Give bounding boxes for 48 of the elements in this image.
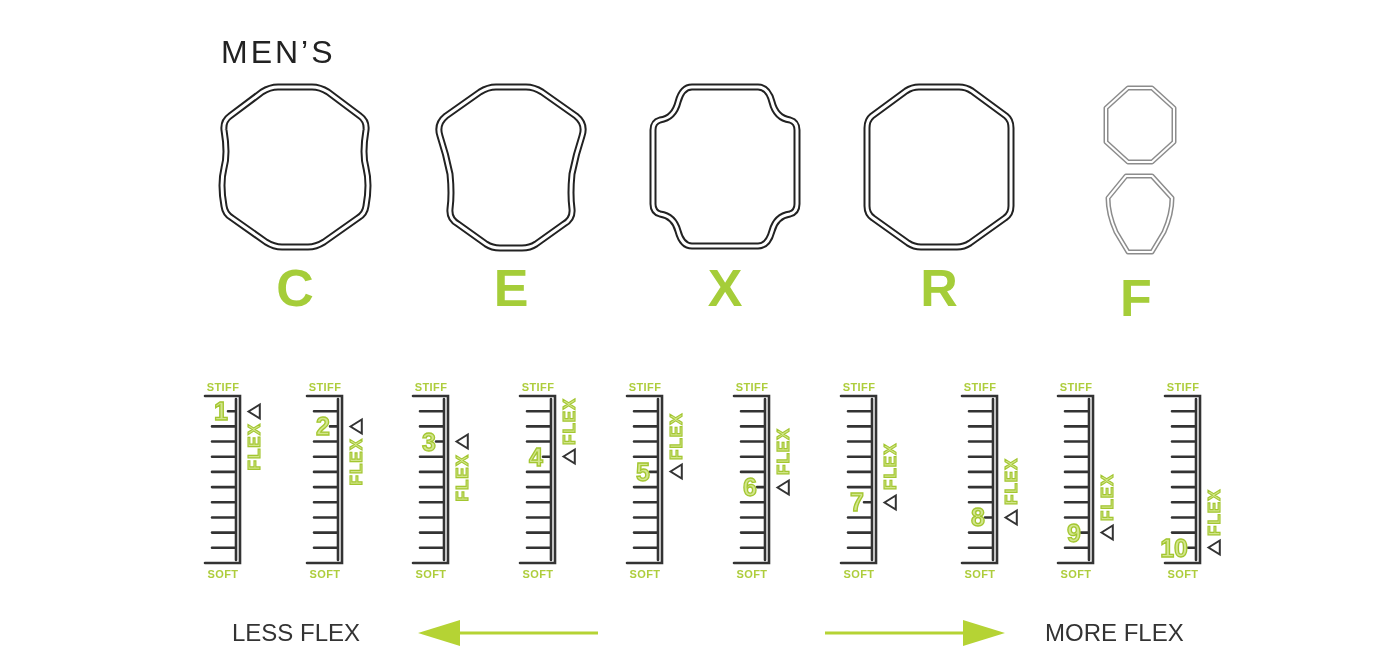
scale-bottom-label: SOFT — [1167, 568, 1199, 581]
flex-label: FLEX — [454, 453, 471, 501]
profile-letter: F — [1120, 272, 1152, 324]
flex-rating-number: 4 — [529, 444, 543, 470]
scale-top-label: STIFF — [414, 381, 448, 394]
flex-rating-number: 3 — [422, 429, 436, 455]
scale-bottom-label: SOFT — [736, 568, 768, 581]
flex-rating-number: 5 — [636, 459, 650, 485]
flex-label: FLEX — [561, 397, 578, 445]
scale-top-label: STIFF — [842, 381, 876, 394]
scale-bottom-label: SOFT — [629, 568, 661, 581]
flex-label: FLEX — [882, 442, 899, 491]
scale-bottom-label: SOFT — [415, 568, 447, 581]
scale-top-label: STIFF — [308, 381, 342, 394]
scale-top-label: STIFF — [521, 381, 555, 394]
profile-letter: R — [920, 262, 958, 314]
scale-top-label: STIFF — [206, 381, 240, 394]
scale-bottom-label: SOFT — [964, 568, 996, 581]
flex-rating-number: 2 — [316, 413, 330, 439]
scale-bottom-label: SOFT — [843, 568, 875, 581]
flex-rating-number: 6 — [743, 474, 757, 500]
profile-letter: E — [493, 262, 529, 314]
scale-top-label: STIFF — [628, 381, 662, 394]
profile-letter: C — [276, 262, 314, 314]
profile-letter: X — [707, 262, 743, 314]
scale-end-caption: MORE FLEX — [1045, 619, 1184, 647]
scale-top-label: STIFF — [735, 381, 769, 394]
scale-bottom-label: SOFT — [522, 568, 554, 581]
flex-label: FLEX — [1003, 458, 1020, 506]
flex-label: FLEX — [348, 438, 365, 486]
flex-rating-number: 9 — [1067, 520, 1081, 546]
scale-bottom-label: SOFT — [207, 568, 239, 581]
scale-end-caption: LESS FLEX — [232, 619, 361, 647]
flex-rating-number: 7 — [850, 489, 864, 515]
scale-bottom-label: SOFT — [309, 568, 341, 581]
flex-rating-number: 1 — [214, 398, 228, 424]
flex-label: FLEX — [775, 427, 792, 476]
flex-label: FLEX — [246, 423, 263, 471]
flex-label: FLEX — [1206, 488, 1223, 536]
flex-label: FLEX — [668, 412, 685, 460]
scale-top-label: STIFF — [963, 381, 997, 394]
flex-label: FLEX — [1099, 473, 1116, 521]
scale-top-label: STIFF — [1059, 381, 1093, 394]
flex-rating-number: 10 — [1160, 535, 1188, 561]
section-heading: MEN’S — [221, 34, 336, 70]
scale-top-label: STIFF — [1166, 381, 1200, 394]
scale-bottom-label: SOFT — [1060, 568, 1092, 581]
flex-rating-number: 8 — [971, 504, 985, 530]
